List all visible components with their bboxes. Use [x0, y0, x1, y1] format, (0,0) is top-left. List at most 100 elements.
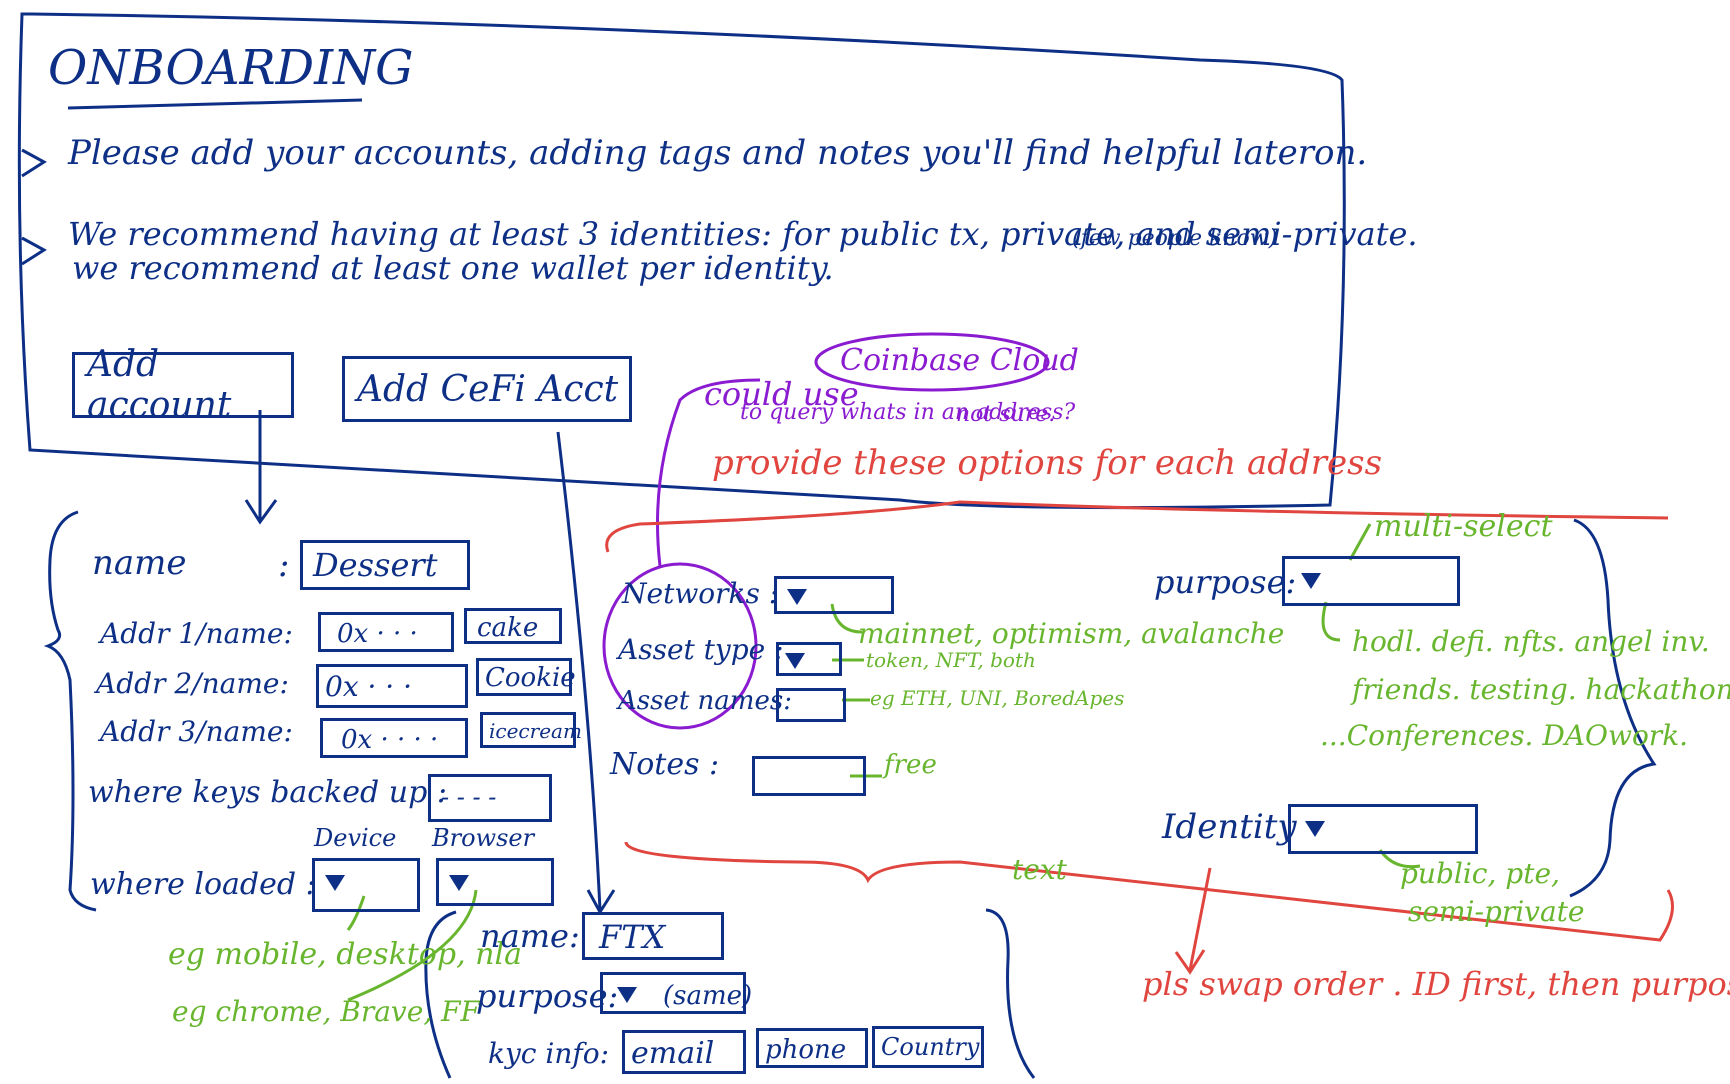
wallet-brace [43, 510, 97, 912]
device-label: Device [314, 824, 397, 852]
addr3-name-input[interactable]: icecream [480, 712, 582, 748]
coinbase-circle [814, 332, 1050, 392]
addr3-input[interactable]: 0x · · · · [320, 718, 468, 758]
purpose-dropdown[interactable] [1282, 556, 1460, 606]
coinbase-name: Coinbase Cloud [840, 343, 1079, 378]
wallet-name-input[interactable]: Dessert [300, 540, 470, 590]
purple-circle [602, 562, 758, 730]
onboarding-line-3: we recommend at least one wallet per ide… [72, 249, 834, 287]
wallet-name-value: Dessert [313, 546, 438, 584]
cefi-name-value: FTX [599, 918, 666, 956]
networks-label: Networks : [622, 577, 779, 610]
coinbase-note-2: to query whats in an address? [740, 400, 1076, 425]
bullet-2 [21, 236, 47, 266]
device-dropdown-caret-icon [325, 875, 345, 891]
keys-backed-up-value: - - - - [441, 783, 497, 811]
kyc-country-value: Country [881, 1033, 980, 1061]
addr2-input[interactable]: 0x · · · [316, 664, 468, 708]
device-dropdown[interactable] [312, 858, 420, 912]
identity-options-1: public, pte, [1400, 857, 1560, 890]
wallet-name-label: name [92, 543, 187, 583]
purpose-options-1: hodl. defi. nfts. angel inv. [1352, 625, 1710, 658]
addr2-label: Addr 2/name: [96, 667, 289, 700]
kyc-email-value: email [631, 1036, 715, 1071]
options-red-top [605, 500, 1669, 553]
purple-link [656, 378, 761, 567]
cefi-name-label: name: [480, 917, 580, 955]
arrow-add-account [244, 410, 278, 525]
swap-order-note: pls swap order . ID first, then purpose [1142, 965, 1730, 1003]
swap-arrow [1174, 867, 1212, 975]
addr1-value: 0x · · · [337, 619, 418, 649]
addr1-name-input[interactable]: cake [464, 608, 562, 644]
purpose-caret-icon [1301, 573, 1321, 589]
purpose-options-3: ...Conferences. DAOwork. [1320, 719, 1689, 752]
notes-label: Notes : [610, 747, 720, 782]
asset-names-note: eg ETH, UNI, BoredApes [870, 686, 1125, 710]
identity-label: Identity [1162, 807, 1297, 847]
purpose-connector [1321, 601, 1341, 642]
kyc-phone-value: phone [765, 1035, 847, 1065]
addr3-value: 0x · · · · [341, 725, 439, 755]
identity-options-2: semi-private [1408, 895, 1585, 928]
device-options-note: eg mobile, desktop, nla [168, 937, 522, 972]
options-red-bottom [624, 841, 1674, 942]
addr2-value: 0x · · · [325, 670, 413, 703]
cefi-purpose-caret-icon [617, 987, 637, 1003]
cefi-brace-right [985, 908, 1036, 1079]
browser-dropdown-caret-icon [449, 875, 469, 891]
onboarding-frame [17, 12, 1346, 510]
coinbase-note-3: not sure. [956, 402, 1056, 427]
identity-caret-icon [1305, 821, 1325, 837]
keys-backed-up-label: where keys backed up : [88, 775, 447, 810]
addr1-name-value: cake [477, 613, 539, 643]
browser-options-note: eg chrome, Brave, FF [172, 995, 480, 1028]
cefi-purpose-value: (same) [663, 981, 753, 1011]
kyc-email-input[interactable]: email [622, 1030, 746, 1074]
purpose-multiselect-note: multi-select [1374, 509, 1553, 544]
asset-type-label: Asset type : [618, 633, 784, 666]
cefi-kyc-label: kyc info: [488, 1037, 610, 1070]
cefi-purpose-label: purpose: [476, 977, 619, 1015]
asset-type-dropdown[interactable] [776, 642, 842, 676]
networks-caret-icon [787, 589, 807, 605]
networks-dropdown[interactable] [774, 576, 894, 614]
onboarding-title: ONBOARDING [48, 40, 414, 96]
notes-text-note: text [1012, 853, 1067, 886]
title-underline [67, 98, 363, 110]
cefi-brace-left [424, 910, 457, 1079]
add-account-button[interactable]: Add account [72, 344, 294, 426]
where-loaded-label: where loaded : [90, 867, 316, 902]
notes-input[interactable] [752, 756, 866, 796]
onboarding-line-1: Please add your accounts, adding tags an… [68, 133, 1368, 173]
addr1-input[interactable]: 0x · · · [318, 612, 454, 652]
onboarding-line-2: We recommend having at least 3 identitie… [68, 215, 1418, 253]
cefi-name-input[interactable]: FTX [582, 912, 724, 960]
browser-dropdown[interactable] [436, 858, 554, 906]
addr3-name-value: icecream [489, 719, 582, 743]
device-connector [346, 895, 366, 931]
purpose-options-2: friends. testing. hackathons. [1352, 673, 1730, 706]
notes-free-note: free [884, 750, 937, 780]
coinbase-note: could use [704, 375, 859, 413]
bullet-1 [21, 148, 47, 178]
addr1-label: Addr 1/name: [100, 617, 293, 650]
kyc-phone-input[interactable]: phone [756, 1028, 868, 1068]
asset-type-caret-icon [785, 653, 805, 669]
addr3-label: Addr 3/name: [100, 715, 293, 748]
networks-connector [830, 603, 863, 634]
identity-dropdown[interactable] [1288, 804, 1478, 854]
addr2-name-value: Cookie [485, 663, 576, 693]
asset-names-input[interactable] [776, 688, 846, 722]
browser-label: Browser [432, 824, 535, 852]
asset-names-label: Asset names: [618, 686, 792, 716]
options-heading: provide these options for each address [712, 443, 1383, 483]
kyc-country-input[interactable]: Country [872, 1026, 984, 1068]
cefi-purpose-dropdown[interactable]: (same) [600, 972, 752, 1014]
add-cefi-account-button[interactable]: Add CeFi Acct [342, 356, 632, 422]
purpose-label: purpose: [1154, 563, 1297, 601]
keys-backed-up-input[interactable]: - - - - [428, 774, 552, 822]
addr2-name-input[interactable]: Cookie [476, 658, 576, 696]
